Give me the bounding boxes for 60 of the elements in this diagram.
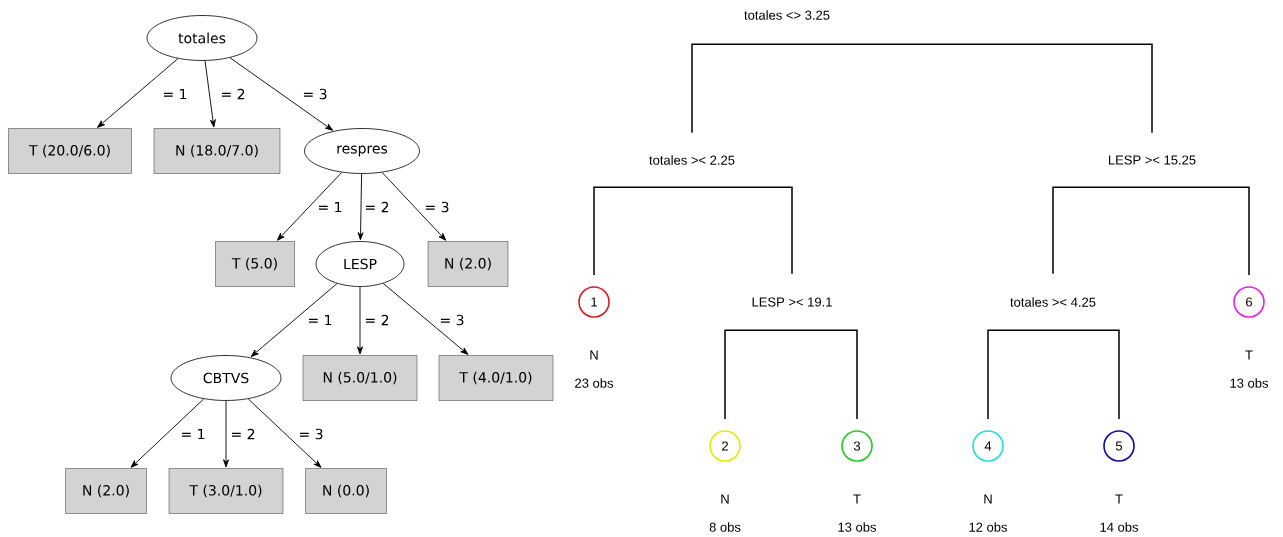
leaf-caption: T bbox=[1245, 350, 1253, 360]
leaf-box: T (5.0) bbox=[215, 241, 295, 287]
arrow bbox=[382, 283, 469, 355]
leaf-caption: 12 obs bbox=[969, 522, 1008, 532]
split-label: LESP >< 19.1 bbox=[752, 297, 832, 307]
split-label: totales <> 3.25 bbox=[744, 10, 830, 20]
bracket-line bbox=[791, 329, 858, 420]
arrow bbox=[97, 58, 179, 128]
arrow bbox=[357, 173, 364, 241]
leaf-box: N (0.0) bbox=[305, 468, 387, 514]
split-label: totales >< 2.25 bbox=[649, 155, 735, 165]
leaf-box: T (20.0/6.0) bbox=[8, 128, 132, 174]
arrow bbox=[276, 172, 343, 241]
leaf-caption: N bbox=[721, 494, 729, 504]
leaf-box: T (4.0/1.0) bbox=[438, 355, 554, 401]
leaf-caption: 13 obs bbox=[1230, 378, 1269, 388]
arrow bbox=[381, 172, 447, 241]
bracket-line bbox=[724, 329, 793, 420]
edge-label: = 1 bbox=[161, 87, 189, 101]
split-label: totales >< 4.25 bbox=[1010, 297, 1096, 307]
arrow bbox=[223, 400, 229, 468]
edge-label: = 3 bbox=[297, 427, 325, 441]
leaf-caption: T bbox=[853, 494, 861, 504]
arrow bbox=[229, 57, 334, 131]
bracket-line bbox=[1052, 329, 1120, 420]
edge-label: = 2 bbox=[229, 427, 257, 441]
leaf-caption: 23 obs bbox=[575, 378, 614, 388]
edge-label: = 1 bbox=[179, 427, 207, 441]
leaf-caption: 13 obs bbox=[838, 522, 877, 532]
bracket-line bbox=[1052, 186, 1153, 275]
leaf-box: T (3.0/1.0) bbox=[168, 468, 284, 514]
edge-label: = 3 bbox=[423, 200, 451, 214]
edge-label: = 2 bbox=[363, 313, 391, 327]
arrow bbox=[204, 60, 216, 128]
edge-label: = 3 bbox=[438, 313, 466, 327]
leaf-box: N (2.0) bbox=[65, 468, 147, 514]
arrow bbox=[247, 398, 322, 468]
arrow bbox=[130, 398, 205, 468]
leaf-box: N (18.0/7.0) bbox=[153, 128, 281, 174]
leaf-caption: 8 obs bbox=[709, 522, 741, 532]
leaf-box: N (5.0/1.0) bbox=[302, 355, 418, 401]
leaf-caption: N bbox=[984, 494, 992, 504]
edge-label: = 1 bbox=[316, 200, 344, 214]
arrow bbox=[250, 283, 338, 357]
bracket-line bbox=[691, 186, 793, 275]
bracket-line bbox=[987, 329, 1054, 420]
leaf-caption: 14 obs bbox=[1100, 522, 1139, 532]
split-label: LESP >< 15.25 bbox=[1109, 155, 1196, 165]
edge-label: = 1 bbox=[306, 313, 334, 327]
leaf-caption: N bbox=[590, 350, 598, 360]
bracket-line bbox=[786, 43, 1153, 134]
bracket-line bbox=[1151, 186, 1250, 276]
edge-label: = 2 bbox=[363, 200, 391, 214]
edge-label: = 3 bbox=[301, 87, 329, 101]
bracket-line bbox=[593, 186, 693, 276]
bracket-line bbox=[691, 43, 788, 134]
arrow bbox=[357, 286, 363, 355]
leaf-box: N (2.0) bbox=[427, 241, 509, 287]
leaf-caption: T bbox=[1115, 494, 1123, 504]
edge-label: = 2 bbox=[219, 87, 247, 101]
